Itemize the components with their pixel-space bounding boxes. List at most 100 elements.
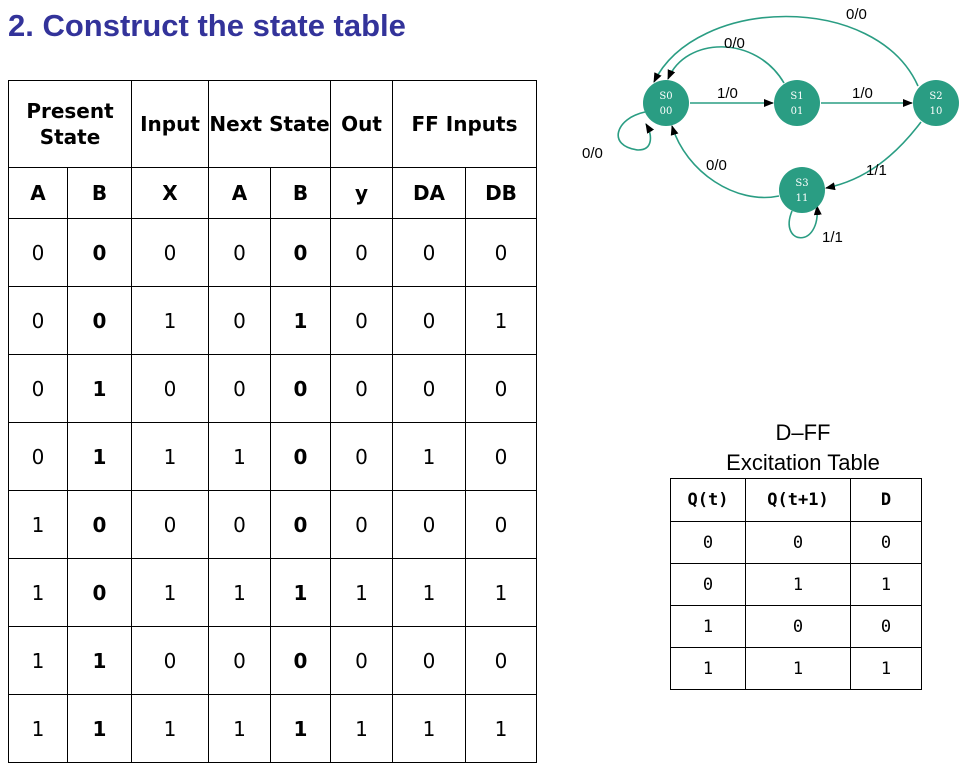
table-cell: 0: [392, 626, 466, 695]
col-y: y: [330, 167, 393, 219]
transition-label: 1/0: [717, 85, 738, 102]
state-code: 10: [930, 106, 943, 117]
transition-label: 1/0: [852, 85, 873, 102]
table-cell: 1: [745, 563, 851, 606]
table-cell: 1: [670, 647, 746, 690]
table-cell: 0: [392, 354, 466, 423]
table-cell: 0: [208, 626, 271, 695]
table-cell: 1: [131, 694, 209, 763]
col-db: DB: [465, 167, 537, 219]
table-cell: 1: [392, 558, 466, 627]
transition-label: 0/0: [582, 145, 603, 162]
table-cell: 0: [392, 490, 466, 559]
header-next-state: Next State: [208, 80, 331, 168]
state-circle: [643, 80, 689, 126]
table-cell: 0: [850, 521, 922, 564]
table-cell: 0: [8, 286, 68, 355]
table-cell: 0: [67, 286, 132, 355]
state-circle: [779, 167, 825, 213]
exc-col-qt: Q(t): [670, 478, 746, 522]
table-cell: 1: [8, 490, 68, 559]
table-cell: 0: [392, 218, 466, 287]
table-cell: 0: [131, 626, 209, 695]
col-b-present: B: [67, 167, 132, 219]
transition-arrow: [825, 121, 922, 191]
table-cell: 1: [67, 422, 132, 491]
excitation-title-line1: D–FF: [775, 420, 831, 445]
table-cell: 1: [131, 558, 209, 627]
state-code: 11: [796, 193, 809, 204]
header-ff-inputs: FF Inputs: [392, 80, 537, 168]
table-cell: 0: [208, 354, 271, 423]
table-cell: 0: [465, 422, 537, 491]
col-b-next: B: [270, 167, 331, 219]
table-cell: 1: [270, 286, 331, 355]
excitation-title-line2: Excitation Table: [726, 450, 880, 475]
table-cell: 1: [208, 558, 271, 627]
table-cell: 1: [8, 558, 68, 627]
table-cell: 0: [330, 286, 393, 355]
transition-label: 0/0: [724, 35, 745, 52]
table-cell: 0: [670, 521, 746, 564]
table-cell: 1: [8, 626, 68, 695]
exc-col-d: D: [850, 478, 922, 522]
table-cell: 0: [8, 422, 68, 491]
table-cell: 0: [330, 218, 393, 287]
table-cell: 1: [67, 354, 132, 423]
table-cell: 0: [330, 422, 393, 491]
table-cell: 0: [270, 354, 331, 423]
table-cell: 0: [465, 218, 537, 287]
table-cell: 0: [270, 218, 331, 287]
excitation-title: D–FF Excitation Table: [698, 418, 908, 478]
table-cell: 0: [131, 218, 209, 287]
state-code: 01: [791, 106, 804, 117]
state-name: S1: [790, 91, 803, 102]
table-cell: 0: [465, 626, 537, 695]
header-input: Input: [131, 80, 209, 168]
table-cell: 1: [67, 694, 132, 763]
page-title: 2. Construct the state table: [8, 8, 406, 43]
table-cell: 0: [8, 354, 68, 423]
table-cell: 1: [465, 558, 537, 627]
col-a-next: A: [208, 167, 271, 219]
table-cell: 0: [392, 286, 466, 355]
table-cell: 0: [131, 490, 209, 559]
table-cell: 1: [465, 286, 537, 355]
transition-arrow: [788, 205, 822, 239]
table-cell: 1: [131, 422, 209, 491]
col-x: X: [131, 167, 209, 219]
table-cell: 0: [330, 490, 393, 559]
col-da: DA: [392, 167, 466, 219]
transition-arrow: [670, 125, 780, 199]
table-cell: 1: [465, 694, 537, 763]
transition-label: 1/1: [822, 229, 843, 246]
transition-label: 1/1: [866, 162, 887, 179]
transition-label: 0/0: [706, 157, 727, 174]
table-cell: 1: [850, 647, 922, 690]
table-cell: 1: [8, 694, 68, 763]
state-table: Present State Input Next State Out FF In…: [8, 80, 537, 763]
table-cell: 1: [392, 694, 466, 763]
table-cell: 1: [745, 647, 851, 690]
state-name: S2: [929, 91, 942, 102]
transition-arrow: [617, 111, 655, 151]
table-cell: 1: [208, 694, 271, 763]
table-cell: 0: [330, 626, 393, 695]
table-cell: 0: [465, 354, 537, 423]
transition-label: 0/0: [846, 6, 867, 23]
state-circle: [913, 80, 959, 126]
col-a-present: A: [8, 167, 68, 219]
table-cell: 1: [270, 558, 331, 627]
